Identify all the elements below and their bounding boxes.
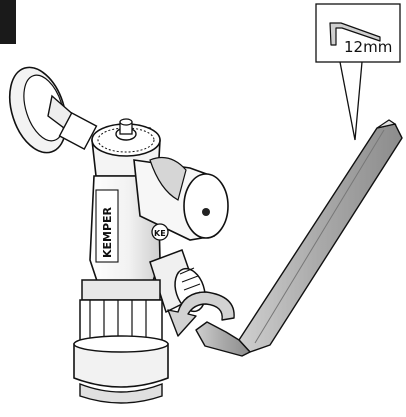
brand-plate: KEMPER	[95, 189, 119, 263]
handwheel	[8, 66, 98, 154]
hex-key-size-label: 12mm	[344, 38, 392, 56]
filter-bowl	[73, 279, 169, 404]
svg-text:KE: KE	[154, 229, 166, 238]
device-mark: KE	[151, 223, 169, 241]
step-marker	[0, 0, 16, 44]
tool-callout: 12mm	[315, 3, 401, 141]
hex-key-icon	[329, 22, 381, 46]
counterclockwise-arrow-icon	[167, 291, 235, 337]
callout-leader	[339, 61, 363, 141]
side-cap	[133, 157, 229, 241]
hex-key-tool	[195, 119, 403, 357]
valve-device: KEMPER KE	[8, 66, 229, 404]
screw-head	[202, 208, 210, 216]
brand-text: KEMPER	[101, 206, 114, 258]
